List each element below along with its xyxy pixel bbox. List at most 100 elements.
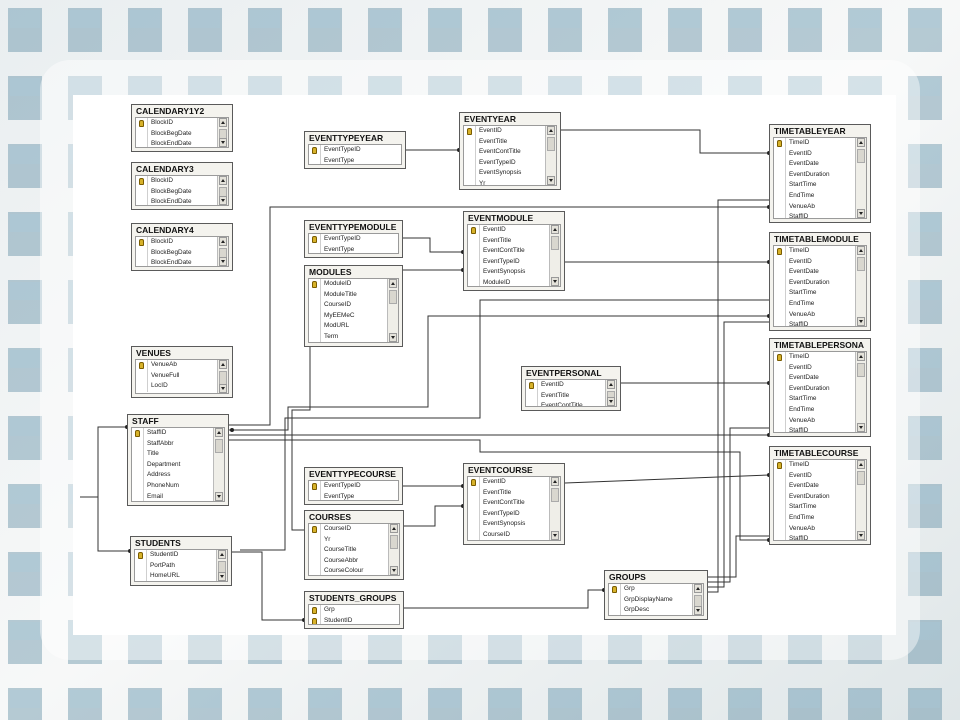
scrollbar[interactable] <box>387 279 398 342</box>
scroll-up-icon[interactable] <box>389 279 397 288</box>
field-row[interactable]: EventDate <box>774 481 866 492</box>
scrollbar[interactable] <box>217 237 228 266</box>
field-row[interactable]: Title <box>132 449 224 460</box>
field-row[interactable]: TimeID <box>774 460 866 471</box>
field-row[interactable]: EventTitle <box>468 235 560 247</box>
field-row[interactable]: HomeURL <box>135 571 227 581</box>
field-row[interactable]: EndTime <box>774 404 866 416</box>
field-row[interactable]: EndTime <box>774 512 866 524</box>
scroll-down-icon[interactable] <box>219 138 227 147</box>
scroll-thumb[interactable] <box>547 137 555 151</box>
scroll-thumb[interactable] <box>215 439 223 453</box>
scrollbar[interactable] <box>605 380 616 406</box>
field-row[interactable]: StaffID <box>774 320 866 326</box>
scroll-up-icon[interactable] <box>607 380 615 389</box>
scroll-up-icon[interactable] <box>219 176 227 185</box>
scroll-up-icon[interactable] <box>551 225 559 234</box>
field-row[interactable]: BlockBegDate <box>136 247 228 259</box>
field-row[interactable]: GrpDisplayName <box>609 594 703 606</box>
scroll-thumb[interactable] <box>390 535 398 549</box>
field-row[interactable]: BlockEndDate <box>136 139 228 147</box>
scrollbar[interactable] <box>213 428 224 501</box>
field-row[interactable]: TimeID <box>774 352 866 363</box>
scroll-thumb[interactable] <box>857 363 865 377</box>
field-row[interactable]: VenueAb <box>774 201 866 213</box>
field-row[interactable]: BlockBegDate <box>136 186 228 198</box>
scroll-up-icon[interactable] <box>551 477 559 486</box>
scrollbar[interactable] <box>549 477 560 540</box>
field-row[interactable]: BlockID <box>136 176 228 187</box>
field-row[interactable]: EventSynopsis <box>468 267 560 278</box>
field-row[interactable]: Department <box>132 459 224 471</box>
scroll-thumb[interactable] <box>857 471 865 485</box>
scroll-down-icon[interactable] <box>857 209 865 218</box>
field-row[interactable]: MyEEMeC <box>309 310 398 322</box>
scroll-thumb[interactable] <box>551 236 559 250</box>
field-row[interactable]: EventContTitle <box>464 147 556 158</box>
field-row[interactable]: EventTitle <box>464 136 556 148</box>
scrollbar[interactable] <box>217 176 228 205</box>
field-row[interactable]: CourseID <box>309 524 399 535</box>
field-row[interactable]: EventID <box>774 148 866 160</box>
field-row[interactable]: VenueAb <box>774 523 866 535</box>
scrollbar[interactable] <box>545 126 556 185</box>
field-row[interactable]: EventTypeID <box>464 157 556 169</box>
scroll-down-icon[interactable] <box>389 333 397 342</box>
field-row[interactable]: BlockEndDate <box>136 258 228 266</box>
field-row[interactable]: StartTime <box>774 180 866 191</box>
field-row[interactable]: EventContTitle <box>468 498 560 509</box>
field-row[interactable]: EventID <box>774 256 866 268</box>
scroll-down-icon[interactable] <box>219 384 227 393</box>
scrollbar[interactable] <box>855 246 866 326</box>
field-row[interactable]: StartTime <box>774 394 866 405</box>
field-row[interactable]: VenueFull <box>136 370 228 382</box>
field-row[interactable]: EventTypeID <box>309 145 401 156</box>
field-row[interactable]: PortPath <box>135 560 227 572</box>
scroll-down-icon[interactable] <box>694 606 702 615</box>
field-row[interactable]: Term <box>309 331 398 342</box>
field-row[interactable]: TimeID <box>774 246 866 257</box>
field-row[interactable]: VenueAb <box>774 309 866 321</box>
scroll-up-icon[interactable] <box>694 584 702 593</box>
field-row[interactable]: CourseID <box>468 529 560 540</box>
field-row[interactable]: Yr <box>464 178 556 185</box>
field-row[interactable]: BlockID <box>136 237 228 248</box>
scroll-up-icon[interactable] <box>219 118 227 127</box>
field-row[interactable]: EventContTitle <box>468 246 560 257</box>
field-row[interactable]: EventTypeID <box>309 481 398 492</box>
field-row[interactable]: LocID <box>136 381 228 392</box>
scroll-up-icon[interactable] <box>857 246 865 255</box>
scrollbar[interactable] <box>217 360 228 393</box>
field-row[interactable]: ModURL <box>309 321 398 332</box>
scroll-up-icon[interactable] <box>857 352 865 361</box>
field-row[interactable]: EventID <box>774 362 866 374</box>
field-row[interactable]: EventID <box>468 477 560 488</box>
field-row[interactable]: Grp <box>309 605 399 616</box>
field-row[interactable]: EventDate <box>774 159 866 170</box>
scroll-up-icon[interactable] <box>219 360 227 369</box>
scroll-down-icon[interactable] <box>857 423 865 432</box>
field-row[interactable]: Grp <box>609 584 703 595</box>
scroll-down-icon[interactable] <box>390 566 398 575</box>
field-row[interactable]: ModuleID <box>309 279 398 290</box>
